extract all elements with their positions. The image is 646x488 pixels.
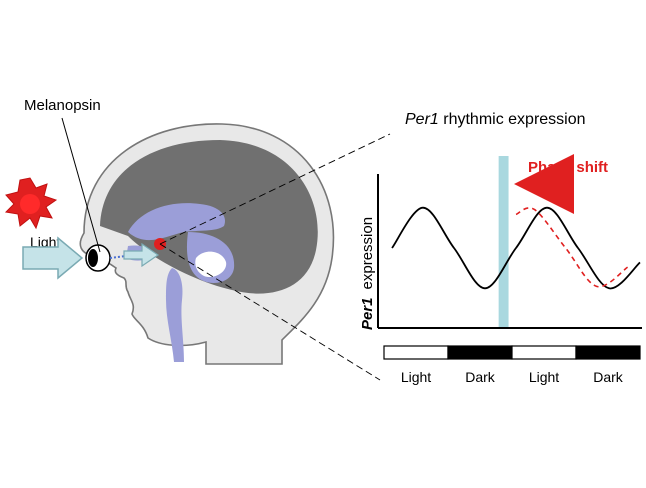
eye-icon xyxy=(85,244,111,272)
chart-title-gene: Per1 xyxy=(405,111,439,128)
phase-shift-label: Phase shift xyxy=(528,159,608,176)
bar-label-light-2: Light xyxy=(529,369,559,385)
zoom-line-top xyxy=(159,133,391,245)
bar-label-dark-1: Dark xyxy=(465,369,496,385)
y-axis-label-gene: Per1 xyxy=(359,297,376,330)
series-shifted-line xyxy=(515,207,629,288)
series-main-line xyxy=(391,206,641,290)
melanopsin-label: Melanopsin xyxy=(24,97,101,114)
chart-title-rest: rhythmic expression xyxy=(439,111,586,128)
y-axis-label: Per1 expression xyxy=(359,217,376,330)
melanopsin-pointer xyxy=(61,117,101,253)
chart-title: Per1 rhythmic expression xyxy=(405,111,586,128)
bar-segment-light-2 xyxy=(511,345,577,360)
bar-label-light-1: Light xyxy=(401,369,431,385)
sun-icon xyxy=(4,177,58,230)
light-dark-bar xyxy=(383,345,641,360)
retina-to-scn-arrow xyxy=(109,242,160,268)
light-source-label: Light xyxy=(30,234,60,250)
light-arrow xyxy=(22,236,84,280)
bar-segment-light-1 xyxy=(383,345,449,360)
y-axis-label-rest: expression xyxy=(359,217,376,290)
bar-label-dark-2: Dark xyxy=(593,369,624,385)
zoom-line-bottom xyxy=(159,243,381,381)
bar-segment-dark-1 xyxy=(447,345,513,360)
phase-shift-band xyxy=(498,156,509,328)
bar-segment-dark-2 xyxy=(575,345,641,360)
